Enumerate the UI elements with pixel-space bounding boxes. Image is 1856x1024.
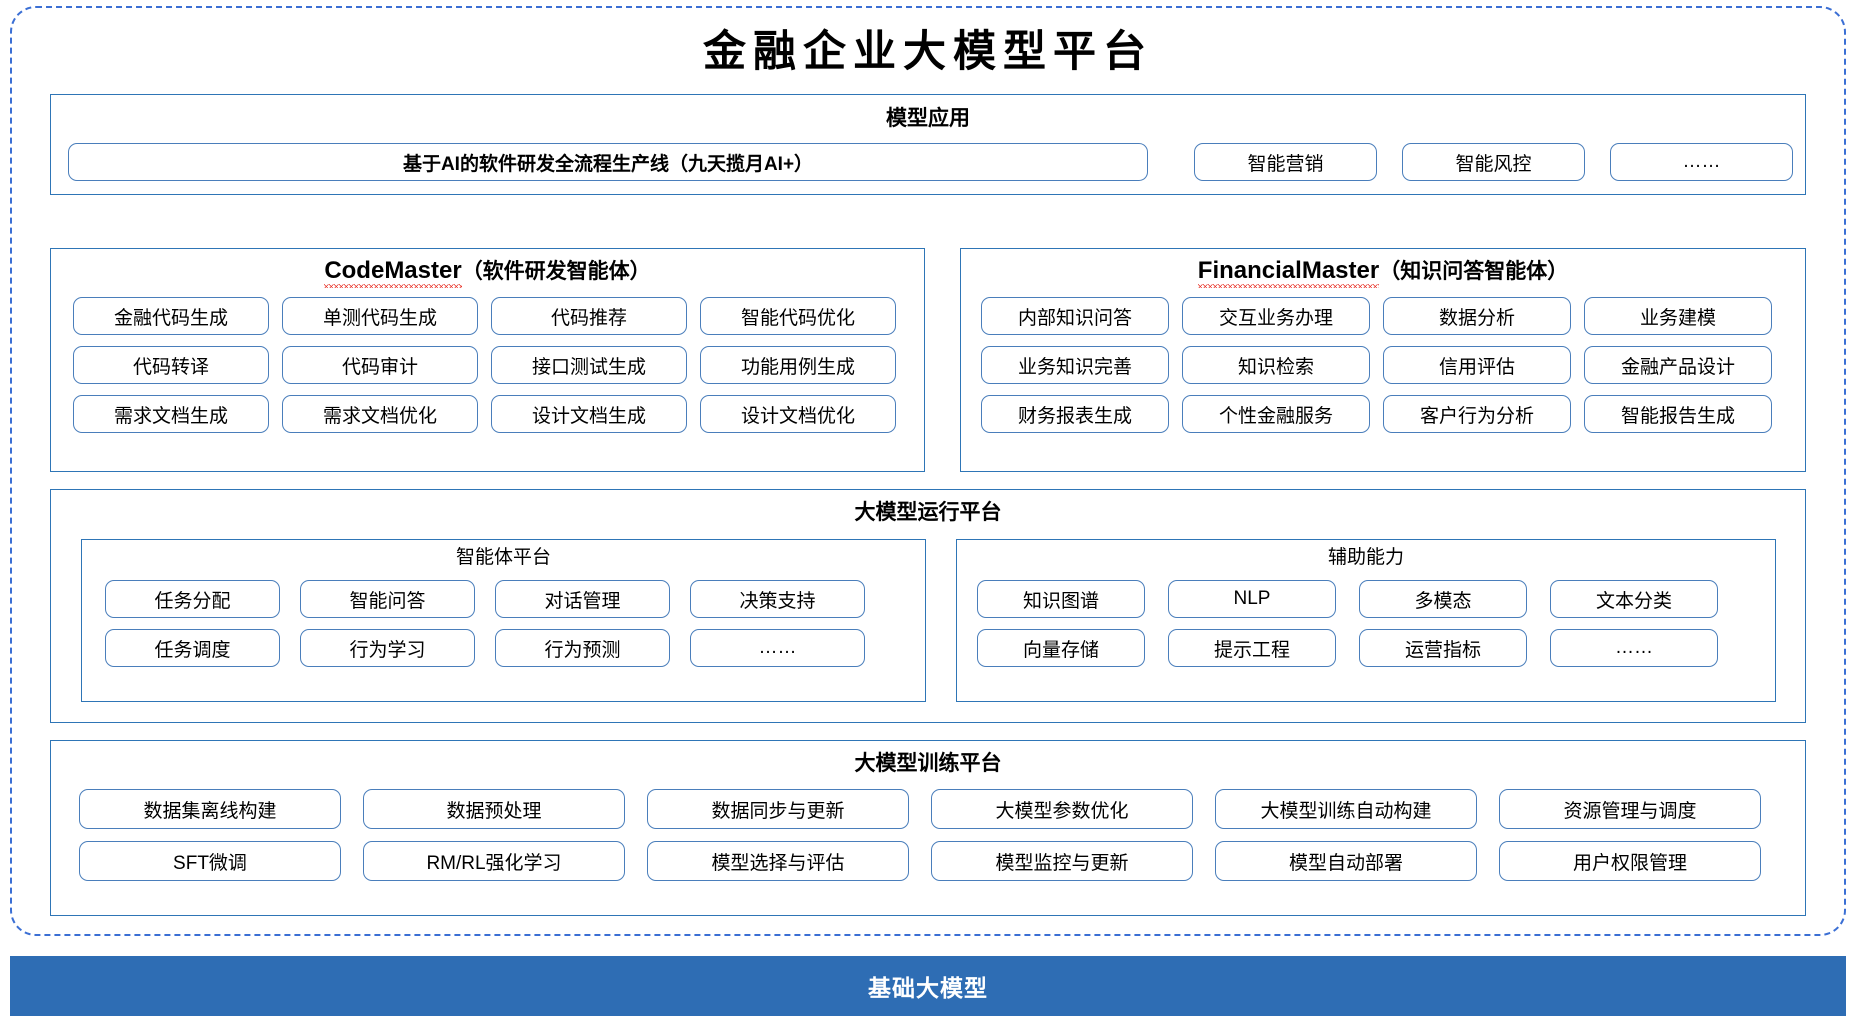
pill-support-ability-1-1[interactable]: 提示工程 [1168, 629, 1336, 667]
financial-master-row-2: 财务报表生成 个性金融服务 客户行为分析 智能报告生成 [981, 395, 1772, 433]
pill-financial-master-1-0[interactable]: 业务知识完善 [981, 346, 1169, 384]
pill-training-platform-0-0[interactable]: 数据集离线构建 [79, 789, 341, 829]
agent-platform-row-0: 任务分配 智能问答 对话管理 决策支持 [105, 580, 865, 618]
foundation-model-bar: 基础大模型 [10, 956, 1846, 1016]
pill-support-ability-0-2[interactable]: 多模态 [1359, 580, 1527, 618]
pill-support-ability-1-3[interactable]: …… [1550, 629, 1718, 667]
agent-platform-row-1: 任务调度 行为学习 行为预测 …… [105, 629, 865, 667]
pill-financial-master-0-0[interactable]: 内部知识问答 [981, 297, 1169, 335]
pill-training-platform-0-4[interactable]: 大模型训练自动构建 [1215, 789, 1477, 829]
panel-runtime-platform: 大模型运行平台 智能体平台 任务分配 智能问答 对话管理 决策支持 任务调度 行… [50, 489, 1806, 723]
code-master-row-2: 需求文档生成 需求文档优化 设计文档生成 设计文档优化 [73, 395, 896, 433]
pill-financial-master-2-3[interactable]: 智能报告生成 [1584, 395, 1772, 433]
pill-financial-master-0-3[interactable]: 业务建模 [1584, 297, 1772, 335]
pill-code-master-0-3[interactable]: 智能代码优化 [700, 297, 896, 335]
training-platform-row-0: 数据集离线构建 数据预处理 数据同步与更新 大模型参数优化 大模型训练自动构建 … [79, 789, 1761, 829]
pill-financial-master-1-2[interactable]: 信用评估 [1383, 346, 1571, 384]
pill-agent-platform-0-2[interactable]: 对话管理 [495, 580, 670, 618]
pill-training-platform-0-1[interactable]: 数据预处理 [363, 789, 625, 829]
pill-code-master-1-2[interactable]: 接口测试生成 [491, 346, 687, 384]
pill-code-master-2-1[interactable]: 需求文档优化 [282, 395, 478, 433]
pill-code-master-0-1[interactable]: 单测代码生成 [282, 297, 478, 335]
pill-agent-platform-1-2[interactable]: 行为预测 [495, 629, 670, 667]
panel-model-application: 模型应用 基于AI的软件研发全流程生产线（九天揽月AI+） 智能营销 智能风控 … [50, 94, 1806, 195]
panel-code-master: CodeMaster（软件研发智能体） 金融代码生成 单测代码生成 代码推荐 智… [50, 248, 925, 472]
pill-agent-platform-1-3[interactable]: …… [690, 629, 865, 667]
pill-agent-platform-0-0[interactable]: 任务分配 [105, 580, 280, 618]
code-master-row-0: 金融代码生成 单测代码生成 代码推荐 智能代码优化 [73, 297, 896, 335]
pill-agent-platform-1-1[interactable]: 行为学习 [300, 629, 475, 667]
pill-training-platform-1-0[interactable]: SFT微调 [79, 841, 341, 881]
code-master-row-1: 代码转译 代码审计 接口测试生成 功能用例生成 [73, 346, 896, 384]
pill-financial-master-0-2[interactable]: 数据分析 [1383, 297, 1571, 335]
financial-master-title-en: FinancialMaster [1197, 257, 1380, 288]
pill-financial-master-0-1[interactable]: 交互业务办理 [1182, 297, 1370, 335]
code-master-title: CodeMaster（软件研发智能体） [51, 257, 924, 288]
panel-training-platform: 大模型训练平台 数据集离线构建 数据预处理 数据同步与更新 大模型参数优化 大模… [50, 740, 1806, 916]
panel-support-ability: 辅助能力 知识图谱 NLP 多模态 文本分类 向量存储 提示工程 运营指标 …… [956, 539, 1776, 702]
training-platform-row-1: SFT微调 RM/RL强化学习 模型选择与评估 模型监控与更新 模型自动部署 用… [79, 841, 1761, 881]
financial-master-row-1: 业务知识完善 知识检索 信用评估 金融产品设计 [981, 346, 1772, 384]
code-master-grid: 金融代码生成 单测代码生成 代码推荐 智能代码优化 代码转译 代码审计 接口测试… [73, 297, 896, 433]
pill-model-application-1[interactable]: 智能风控 [1402, 143, 1585, 181]
pill-support-ability-0-1[interactable]: NLP [1168, 580, 1336, 618]
pill-model-application-2[interactable]: …… [1610, 143, 1793, 181]
foundation-model-label: 基础大模型 [868, 975, 988, 1001]
panel-agent-platform: 智能体平台 任务分配 智能问答 对话管理 决策支持 任务调度 行为学习 行为预测… [81, 539, 926, 702]
pill-financial-master-2-1[interactable]: 个性金融服务 [1182, 395, 1370, 433]
pill-training-platform-1-1[interactable]: RM/RL强化学习 [363, 841, 625, 881]
page-title: 金融企业大模型平台 [703, 27, 1153, 77]
pill-financial-master-2-0[interactable]: 财务报表生成 [981, 395, 1169, 433]
pill-support-ability-0-0[interactable]: 知识图谱 [977, 580, 1145, 618]
support-ability-grid: 知识图谱 NLP 多模态 文本分类 向量存储 提示工程 运营指标 …… [977, 580, 1718, 667]
pill-financial-master-1-3[interactable]: 金融产品设计 [1584, 346, 1772, 384]
pill-support-ability-0-3[interactable]: 文本分类 [1550, 580, 1718, 618]
panel-financial-master: FinancialMaster（知识问答智能体） 内部知识问答 交互业务办理 数… [960, 248, 1806, 472]
pill-training-platform-0-3[interactable]: 大模型参数优化 [931, 789, 1193, 829]
support-ability-row-0: 知识图谱 NLP 多模态 文本分类 [977, 580, 1718, 618]
financial-master-title: FinancialMaster（知识问答智能体） [961, 257, 1805, 288]
training-platform-title: 大模型训练平台 [854, 752, 1002, 775]
financial-master-grid: 内部知识问答 交互业务办理 数据分析 业务建模 业务知识完善 知识检索 信用评估… [981, 297, 1772, 433]
agent-platform-title: 智能体平台 [455, 547, 551, 568]
pill-financial-master-1-1[interactable]: 知识检索 [1182, 346, 1370, 384]
financial-master-row-0: 内部知识问答 交互业务办理 数据分析 业务建模 [981, 297, 1772, 335]
pill-code-master-2-0[interactable]: 需求文档生成 [73, 395, 269, 433]
financial-master-title-cn: （知识问答智能体） [1379, 260, 1569, 283]
pill-support-ability-1-2[interactable]: 运营指标 [1359, 629, 1527, 667]
outer-dashed-frame [10, 6, 1846, 936]
pill-code-master-1-1[interactable]: 代码审计 [282, 346, 478, 384]
pill-training-platform-0-2[interactable]: 数据同步与更新 [647, 789, 909, 829]
code-master-title-en: CodeMaster [324, 257, 463, 288]
runtime-platform-title: 大模型运行平台 [854, 501, 1002, 524]
pill-code-master-2-3[interactable]: 设计文档优化 [700, 395, 896, 433]
pill-training-platform-1-2[interactable]: 模型选择与评估 [647, 841, 909, 881]
pill-code-master-2-2[interactable]: 设计文档生成 [491, 395, 687, 433]
pill-model-application-wide[interactable]: 基于AI的软件研发全流程生产线（九天揽月AI+） [68, 143, 1148, 181]
pill-agent-platform-0-3[interactable]: 决策支持 [690, 580, 865, 618]
pill-financial-master-2-2[interactable]: 客户行为分析 [1383, 395, 1571, 433]
training-platform-grid: 数据集离线构建 数据预处理 数据同步与更新 大模型参数优化 大模型训练自动构建 … [79, 789, 1761, 881]
model-application-title: 模型应用 [886, 107, 970, 130]
support-ability-row-1: 向量存储 提示工程 运营指标 …… [977, 629, 1718, 667]
support-ability-title: 辅助能力 [1327, 547, 1404, 568]
pill-agent-platform-1-0[interactable]: 任务调度 [105, 629, 280, 667]
pill-training-platform-1-5[interactable]: 用户权限管理 [1499, 841, 1761, 881]
pill-code-master-0-0[interactable]: 金融代码生成 [73, 297, 269, 335]
pill-training-platform-1-4[interactable]: 模型自动部署 [1215, 841, 1477, 881]
model-application-row: 基于AI的软件研发全流程生产线（九天揽月AI+） 智能营销 智能风控 …… [68, 143, 1793, 181]
code-master-title-cn: （软件研发智能体） [461, 260, 651, 283]
pill-support-ability-1-0[interactable]: 向量存储 [977, 629, 1145, 667]
pill-model-application-0[interactable]: 智能营销 [1194, 143, 1377, 181]
pill-training-platform-1-3[interactable]: 模型监控与更新 [931, 841, 1193, 881]
pill-code-master-1-3[interactable]: 功能用例生成 [700, 346, 896, 384]
pill-training-platform-0-5[interactable]: 资源管理与调度 [1499, 789, 1761, 829]
pill-code-master-1-0[interactable]: 代码转译 [73, 346, 269, 384]
agent-platform-grid: 任务分配 智能问答 对话管理 决策支持 任务调度 行为学习 行为预测 …… [105, 580, 865, 667]
pill-agent-platform-0-1[interactable]: 智能问答 [300, 580, 475, 618]
pill-code-master-0-2[interactable]: 代码推荐 [491, 297, 687, 335]
